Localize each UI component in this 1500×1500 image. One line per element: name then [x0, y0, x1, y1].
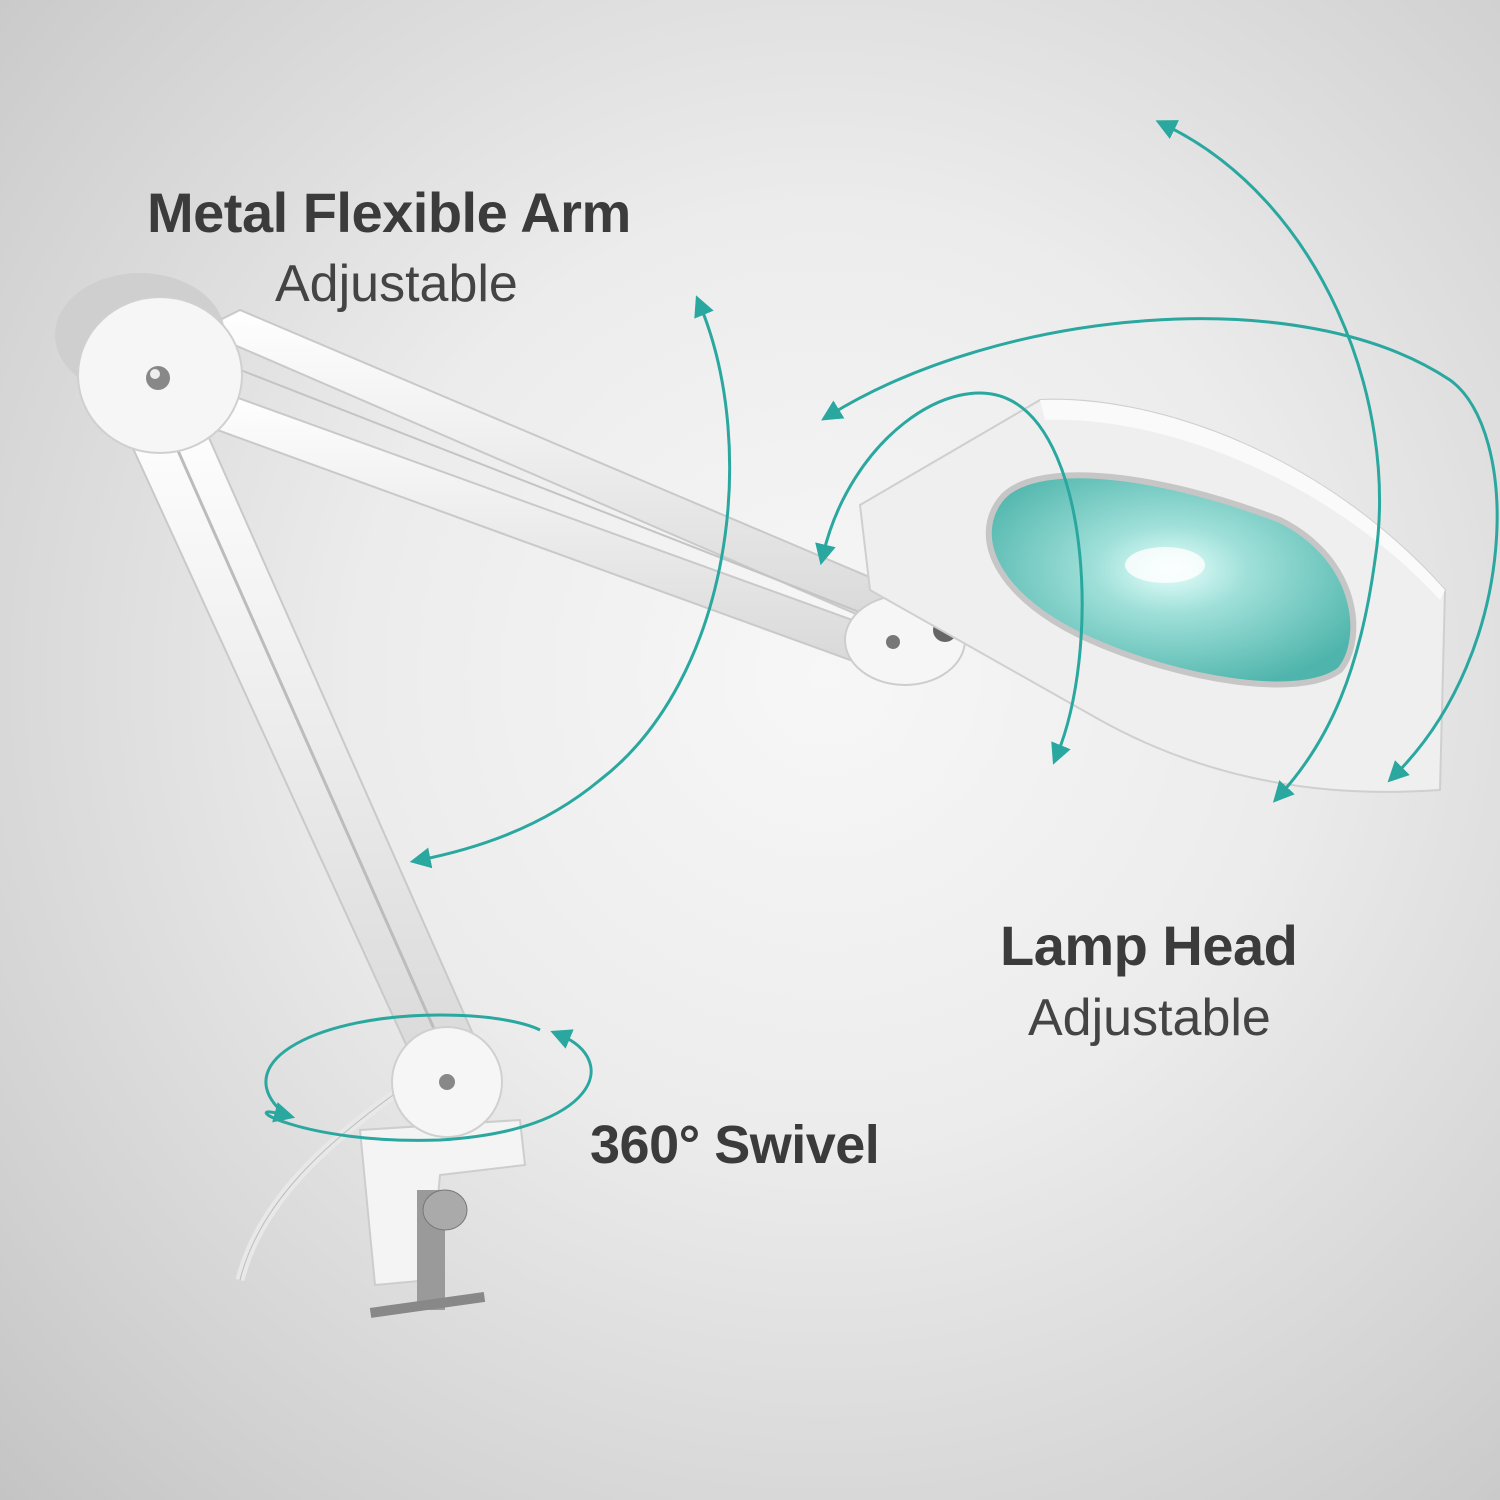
- desk-clamp: [358, 1026, 527, 1318]
- lamp-head: [858, 398, 1447, 793]
- elbow-joint: [55, 273, 243, 454]
- swivel-arrow: [264, 1029, 593, 1142]
- arm-title: Metal Flexible Arm: [147, 181, 631, 244]
- arm-subtitle: Adjustable: [275, 255, 518, 313]
- adjustment-arrows: [264, 120, 1499, 1142]
- head-title: Lamp Head: [1000, 914, 1298, 977]
- upper-arm: [187, 308, 902, 662]
- head-tilt-arrow-2: [821, 317, 1499, 783]
- swivel-title: 360° Swivel: [590, 1115, 880, 1175]
- head-tilt-arrow-3: [815, 391, 1084, 765]
- head-subtitle: Adjustable: [1028, 989, 1271, 1047]
- arm-arrow: [409, 295, 732, 869]
